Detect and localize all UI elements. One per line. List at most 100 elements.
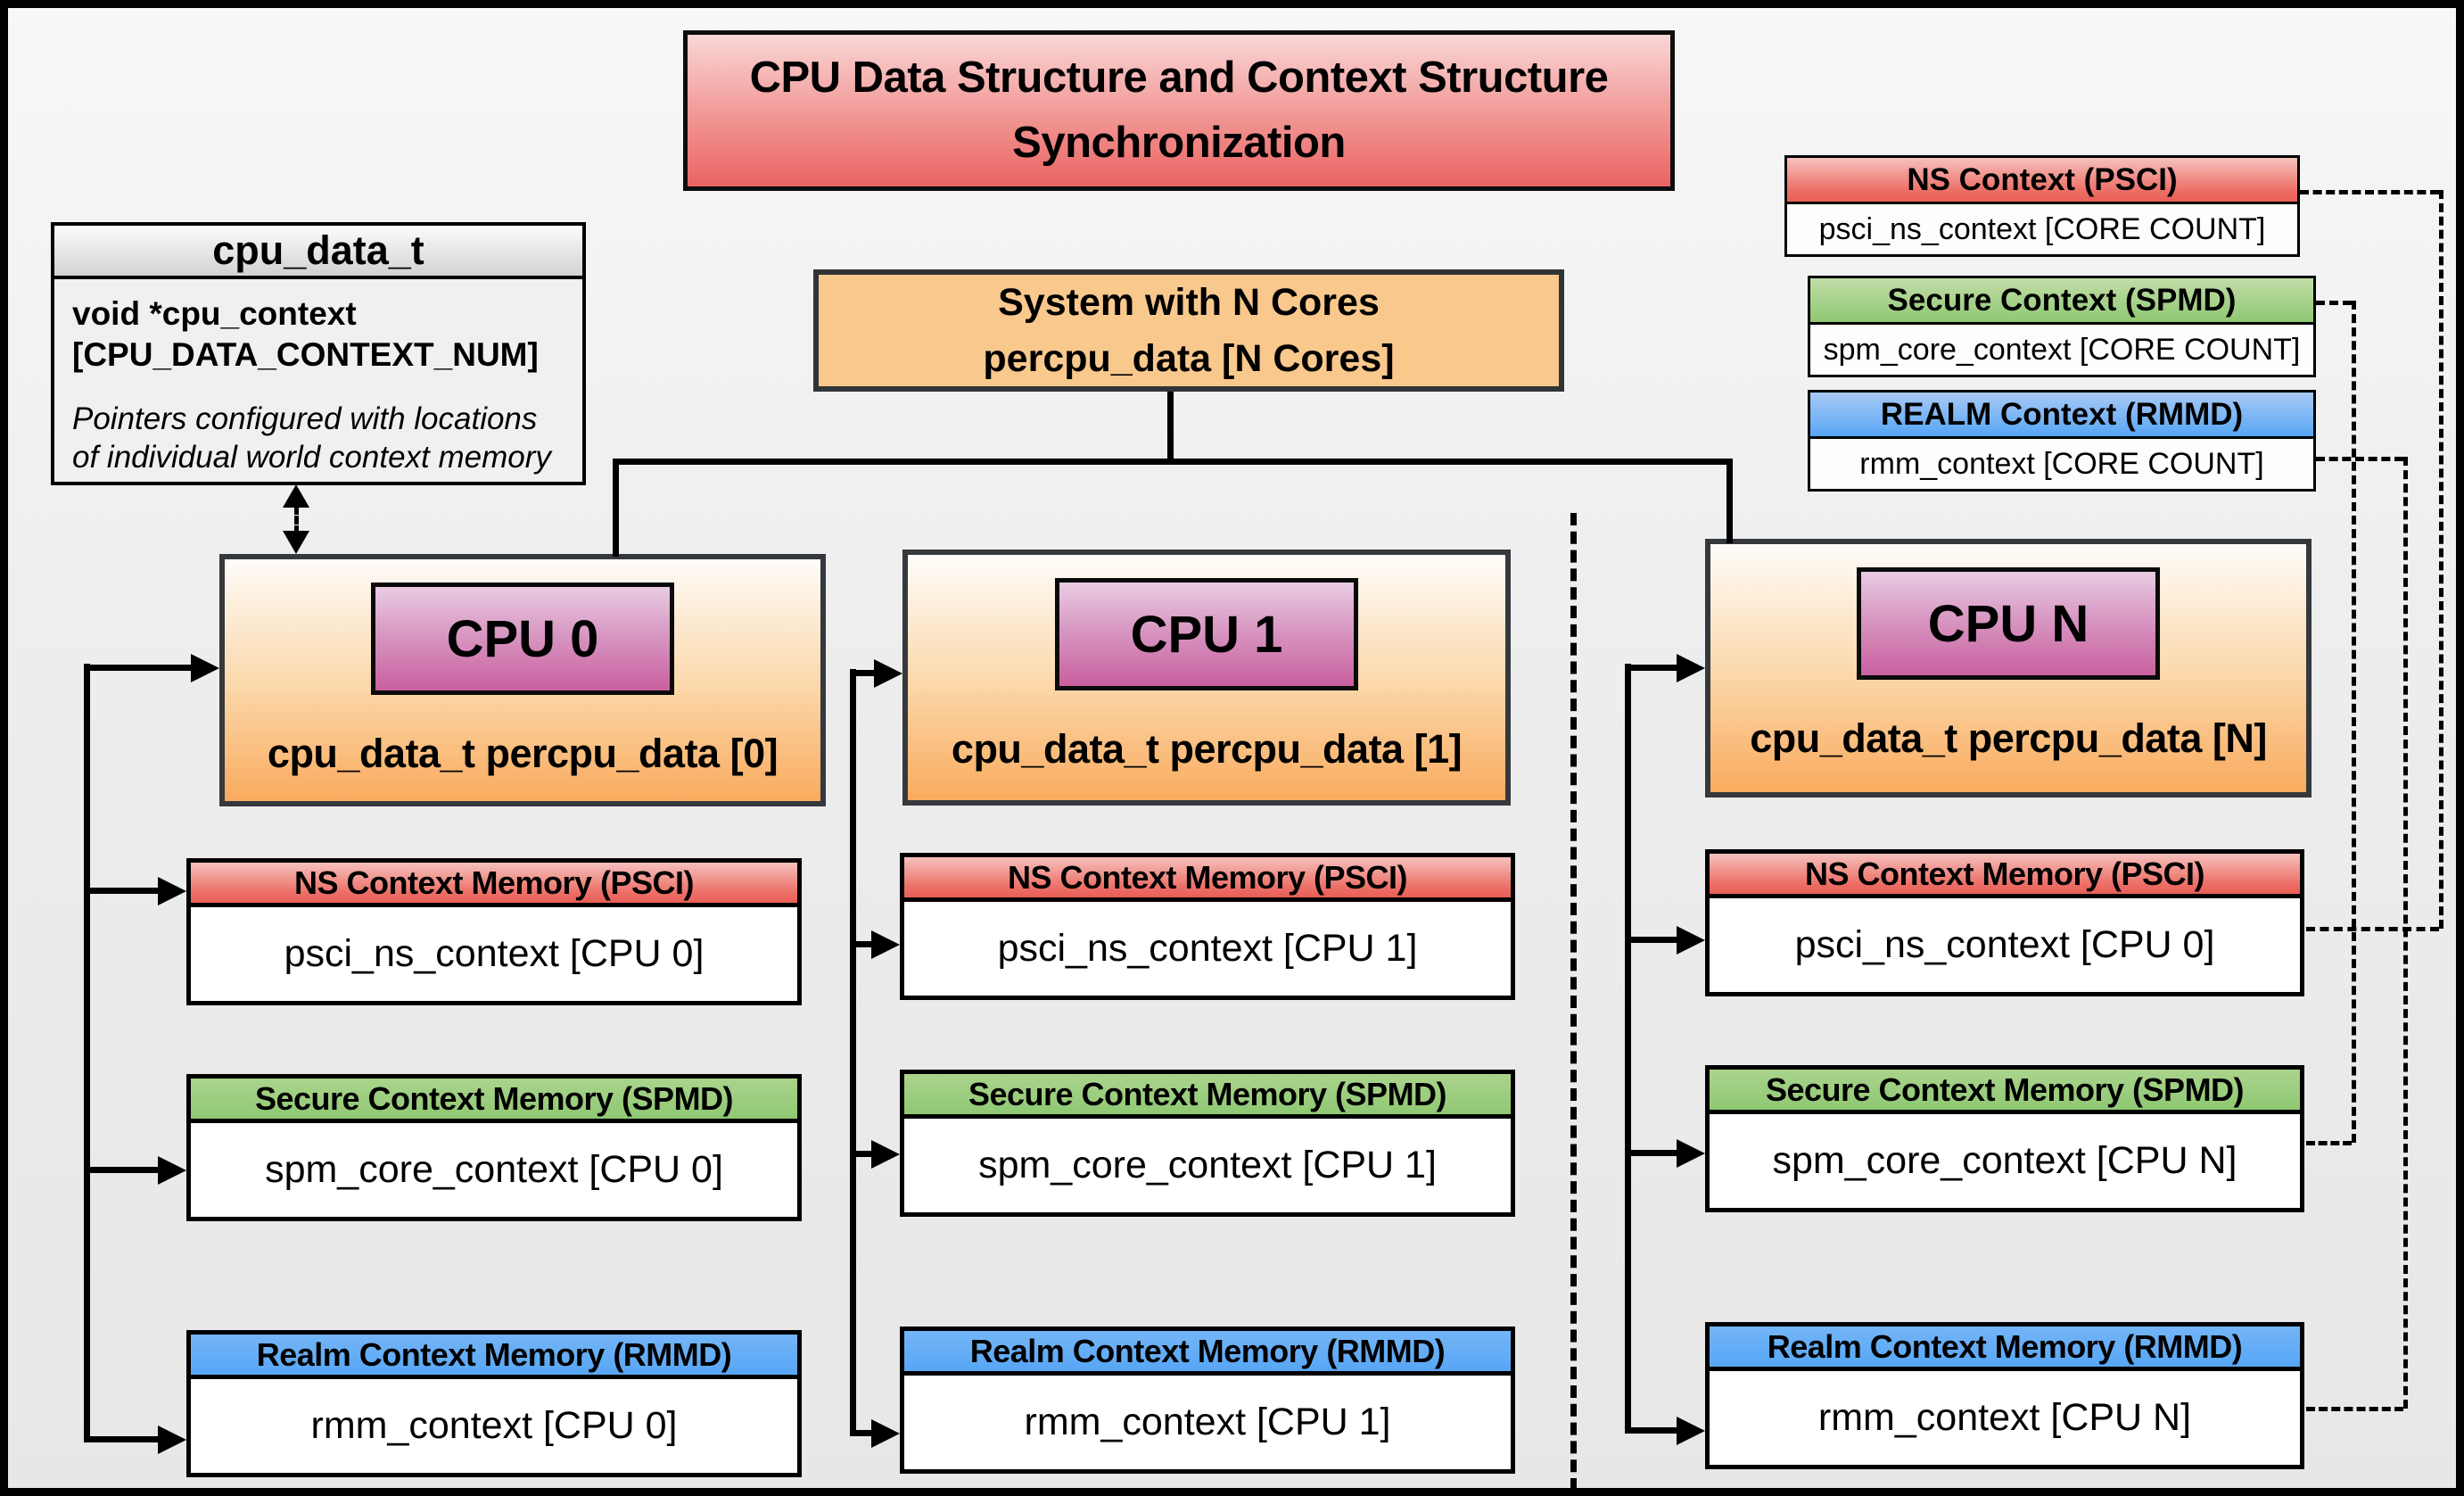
cpu-data-t-body: void *cpu_context [CPU_DATA_CONTEXT_NUM]… [54, 279, 582, 477]
cpu1-data-label: cpu_data_t percpu_data [1] [951, 726, 1463, 772]
dashed-secure-legend-out [2316, 301, 2352, 305]
cpu1-realm-context-body: rmm_context [CPU 1] [1024, 1401, 1391, 1443]
dashed-secure-into-cpuN [2306, 1141, 2352, 1145]
dashed-ns-legend-out [2300, 190, 2439, 194]
connector-system-trunk [613, 459, 1733, 465]
cpu-data-t-field-line2: [CPU_DATA_CONTEXT_NUM] [72, 336, 539, 374]
cpuN-realm-context-header: Realm Context Memory (RMMD) [1710, 1327, 2300, 1371]
cpuN-ns-context-header: NS Context Memory (PSCI) [1710, 854, 2300, 898]
arrowhead-into-cpu0-secure [158, 1156, 186, 1185]
connector-cpu0-arrow4 [84, 1436, 160, 1442]
system-box-line2: percpu_data [N Cores] [983, 336, 1395, 380]
connector-cpuN-arrow1 [1625, 665, 1678, 671]
cpu0-label: CPU 0 [371, 583, 674, 695]
diagram-title-text: CPU Data Structure and Context Structure… [749, 53, 1609, 168]
cpu1-ns-context-header: NS Context Memory (PSCI) [904, 857, 1511, 902]
cpu0-realm-context-body: rmm_context [CPU 0] [310, 1404, 678, 1447]
arrowhead-up-cpu-data-link [283, 484, 309, 508]
cpu0-secure-context-body: spm_core_context [CPU 0] [265, 1148, 723, 1191]
system-box-line1: System with N Cores [998, 281, 1380, 325]
arrowhead-into-cpuN-ns [1677, 926, 1705, 955]
cpuN-realm-context-box: Realm Context Memory (RMMD) rmm_context … [1705, 1322, 2304, 1469]
cpu1-secure-context-box: Secure Context Memory (SPMD) spm_core_co… [900, 1070, 1515, 1217]
arrowhead-into-cpuN-realm [1677, 1417, 1705, 1445]
dashed-secure-vertical [2352, 301, 2356, 1143]
cpu1-realm-context-header: Realm Context Memory (RMMD) [904, 1331, 1511, 1376]
connector-cpuN-arrow4 [1625, 1427, 1678, 1434]
connector-drop-cpuN [1726, 459, 1733, 543]
cpuN-secure-context-box: Secure Context Memory (SPMD) spm_core_co… [1705, 1065, 2304, 1212]
connector-cpu1-arrow3 [850, 1151, 874, 1157]
connector-cpu0-arrow2 [84, 888, 160, 894]
arrowhead-down-cpu-data-link [283, 531, 309, 554]
legend-secure-body: spm_core_context [CORE COUNT] [1823, 332, 2301, 367]
cpu0-ns-context-body: psci_ns_context [CPU 0] [284, 932, 705, 975]
arrowhead-into-cpu1-secure [871, 1140, 900, 1169]
arrowhead-into-cpu1 [874, 659, 902, 688]
cpu-data-t-note: Pointers configured with locations of in… [72, 401, 551, 475]
arrowhead-into-cpu0-ns [158, 877, 186, 905]
cpuN-box: CPU N cpu_data_t percpu_data [N] [1705, 539, 2312, 798]
cpuN-realm-context-body: rmm_context [CPU N] [1817, 1396, 2192, 1439]
cpuN-ns-context-box: NS Context Memory (PSCI) psci_ns_context… [1705, 849, 2304, 996]
cpu1-label: CPU 1 [1055, 578, 1358, 690]
connector-cpuN-bus [1625, 664, 1631, 1434]
dashed-realm-vertical [2403, 457, 2408, 1409]
cpu1-secure-context-body: spm_core_context [CPU 1] [978, 1144, 1437, 1186]
cpuN-label: CPU N [1857, 567, 2160, 680]
cpu-data-t-header: cpu_data_t [54, 226, 582, 279]
dashed-realm-legend-out [2316, 457, 2403, 461]
cpu0-data-label: cpu_data_t percpu_data [0] [267, 731, 779, 776]
cpu0-box: CPU 0 cpu_data_t percpu_data [0] [219, 554, 826, 806]
connector-cpu0-bus [84, 664, 90, 1442]
connector-drop-cpu0 [613, 459, 619, 557]
arrowhead-into-cpuN [1677, 654, 1705, 682]
dashed-realm-into-cpuN [2306, 1407, 2403, 1411]
separator-dashed-line [1570, 513, 1577, 1488]
legend-ns-body: psci_ns_context [CORE COUNT] [1818, 211, 2266, 246]
cpu1-realm-context-box: Realm Context Memory (RMMD) rmm_context … [900, 1327, 1515, 1474]
cpu0-secure-context-header: Secure Context Memory (SPMD) [191, 1079, 797, 1123]
connector-system-drop [1167, 392, 1174, 465]
arrowhead-into-cpu1-realm [871, 1419, 900, 1448]
legend-secure-header: Secure Context (SPMD) [1810, 278, 2313, 325]
cpu0-ns-context-header: NS Context Memory (PSCI) [191, 863, 797, 907]
cpu0-ns-context-box: NS Context Memory (PSCI) psci_ns_context… [186, 858, 802, 1005]
connector-cpu1-bus [850, 669, 856, 1436]
cpu-data-t-field-line1: void *cpu_context [72, 295, 357, 332]
legend-secure-context: Secure Context (SPMD) spm_core_context [… [1808, 276, 2316, 377]
arrowhead-into-cpuN-secure [1677, 1139, 1705, 1168]
connector-cpu1-arrow1 [850, 670, 877, 676]
dashed-ns-into-cpuN [2306, 927, 2439, 931]
connector-cpuN-arrow2 [1625, 937, 1678, 943]
cpu1-box: CPU 1 cpu_data_t percpu_data [1] [902, 550, 1511, 806]
connector-cpu0-arrow1 [84, 665, 193, 671]
cpuN-secure-context-body: spm_core_context [CPU N] [1772, 1139, 2237, 1182]
connector-cpuN-arrow3 [1625, 1150, 1678, 1156]
connector-cpu0-arrow3 [84, 1167, 160, 1173]
cpu0-secure-context-box: Secure Context Memory (SPMD) spm_core_co… [186, 1074, 802, 1221]
diagram-title: CPU Data Structure and Context Structure… [683, 30, 1675, 191]
legend-realm-context: REALM Context (RMMD) rmm_context [CORE C… [1808, 390, 2316, 492]
cpu1-ns-context-body: psci_ns_context [CPU 1] [997, 927, 1418, 970]
cpu0-realm-context-header: Realm Context Memory (RMMD) [191, 1335, 797, 1379]
cpu1-ns-context-box: NS Context Memory (PSCI) psci_ns_context… [900, 853, 1515, 1000]
arrowhead-into-cpu1-ns [871, 930, 900, 959]
cpuN-data-label: cpu_data_t percpu_data [N] [1750, 715, 2267, 761]
legend-ns-header: NS Context (PSCI) [1787, 158, 2297, 204]
arrowhead-into-cpu0 [191, 654, 219, 682]
cpuN-ns-context-body: psci_ns_context [CPU 0] [1794, 923, 2215, 966]
dashed-ns-vertical [2439, 190, 2443, 929]
system-box: System with N Cores percpu_data [N Cores… [813, 269, 1564, 392]
legend-realm-header: REALM Context (RMMD) [1810, 393, 2313, 439]
cpu1-secure-context-header: Secure Context Memory (SPMD) [904, 1074, 1511, 1119]
cpu0-realm-context-box: Realm Context Memory (RMMD) rmm_context … [186, 1330, 802, 1477]
cpuN-secure-context-header: Secure Context Memory (SPMD) [1710, 1070, 2300, 1114]
connector-cpu-data-link [294, 506, 299, 534]
cpu-data-t-box: cpu_data_t void *cpu_context [CPU_DATA_C… [51, 222, 586, 485]
legend-realm-body: rmm_context [CORE COUNT] [1859, 446, 2264, 481]
legend-ns-context: NS Context (PSCI) psci_ns_context [CORE … [1784, 155, 2300, 257]
connector-cpu1-arrow4 [850, 1430, 874, 1436]
arrowhead-into-cpu0-realm [158, 1426, 186, 1454]
